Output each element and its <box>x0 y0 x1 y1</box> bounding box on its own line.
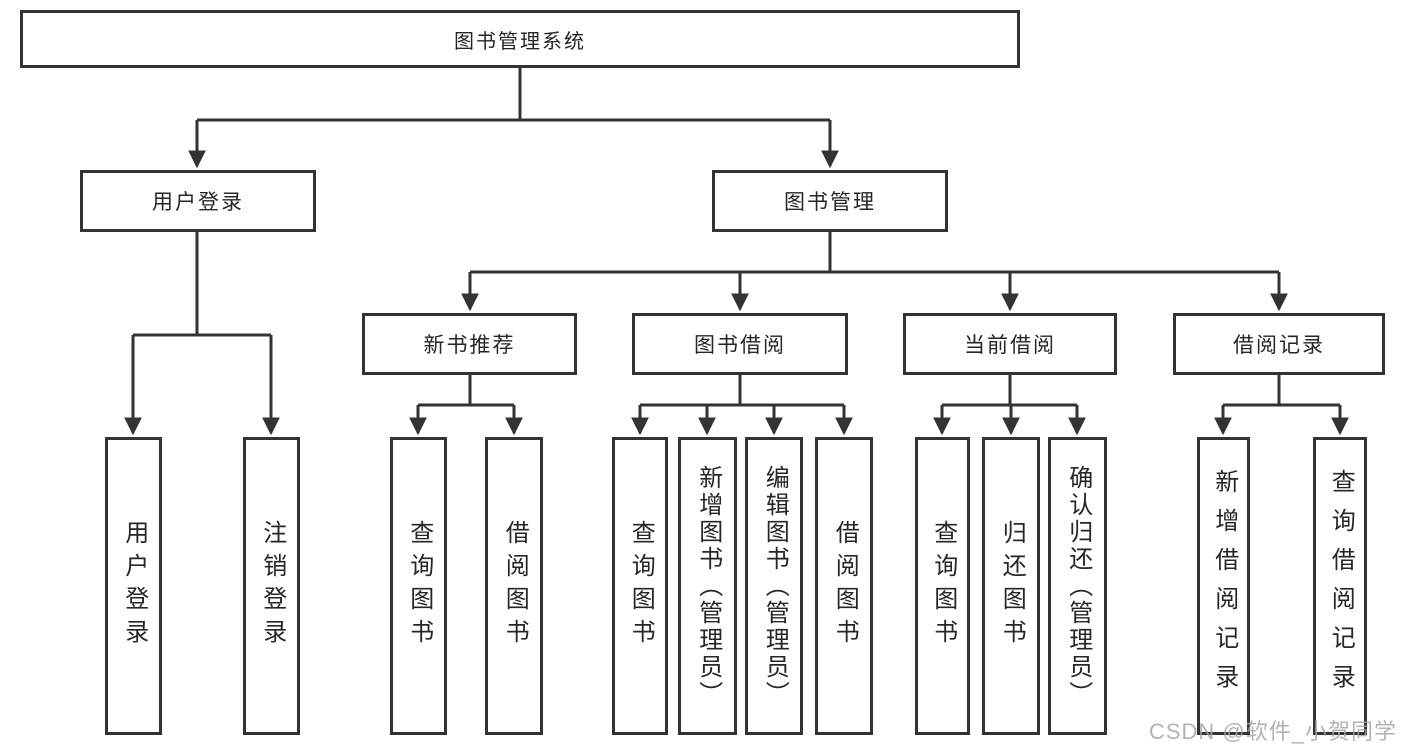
leaf-borrow-books-recommend: 借阅图书 <box>485 437 543 735</box>
node-book-management: 图书管理 <box>712 170 948 232</box>
node-user-login: 用户登录 <box>80 170 316 232</box>
leaf-query-borrow-record: 查询借阅记录 <box>1313 437 1367 735</box>
leaf-query-books-current: 查询图书 <box>915 437 970 735</box>
leaf-user-login: 用户登录 <box>105 437 162 735</box>
leaf-confirm-return-admin: 确认归还（管理员） <box>1048 437 1107 735</box>
node-borrow-records: 借阅记录 <box>1173 313 1385 375</box>
leaf-edit-book-admin: 编辑图书（管理员） <box>745 437 803 735</box>
leaf-return-book: 归还图书 <box>982 437 1040 735</box>
node-library-management-system: 图书管理系统 <box>20 10 1020 68</box>
node-current-borrow: 当前借阅 <box>903 313 1117 375</box>
node-new-book-recommend: 新书推荐 <box>362 313 577 375</box>
node-book-borrow: 图书借阅 <box>632 313 848 375</box>
leaf-add-borrow-record: 新增借阅记录 <box>1197 437 1250 735</box>
leaf-logout: 注销登录 <box>243 437 300 735</box>
leaf-add-book-admin: 新增图书（管理员） <box>678 437 737 735</box>
leaf-query-books-borrow: 查询图书 <box>612 437 668 735</box>
leaf-borrow-books: 借阅图书 <box>815 437 873 735</box>
leaf-query-books-recommend: 查询图书 <box>390 437 447 735</box>
csdn-watermark: CSDN @软件_小贺同学 <box>1148 719 1397 744</box>
